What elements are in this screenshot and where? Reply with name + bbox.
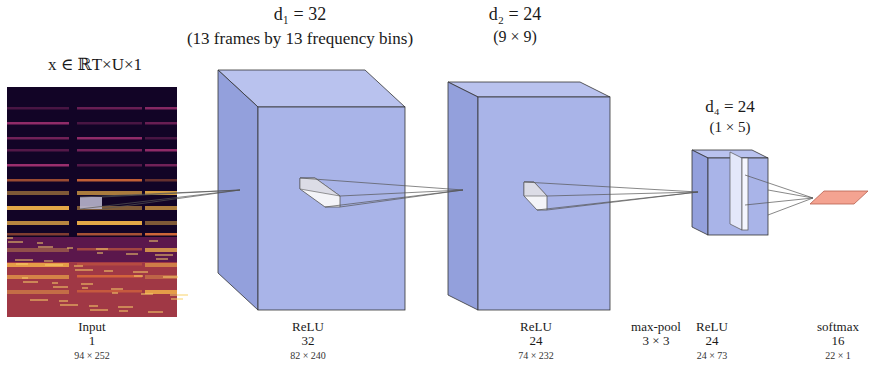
kernel-patch-top bbox=[300, 178, 340, 196]
layer-label: 94 × 252 bbox=[74, 350, 110, 361]
layer-label: d₁ = 32 bbox=[274, 5, 326, 25]
layer-label: 82 × 240 bbox=[290, 350, 326, 361]
softmax-output: softmax1622 × 1 bbox=[810, 188, 868, 208]
box-side bbox=[448, 82, 478, 310]
kernel-patch-top bbox=[524, 182, 547, 196]
layer-shape bbox=[7, 87, 177, 317]
layer-shape bbox=[810, 188, 868, 208]
layer-label: ReLU bbox=[292, 320, 324, 334]
layer-label: 22 × 1 bbox=[825, 350, 851, 361]
pooled-layer: d₄ = 24(1 × 5)ReLU2424 × 73 bbox=[692, 150, 768, 235]
layer-shape bbox=[218, 70, 405, 310]
kernel-slab bbox=[730, 152, 742, 230]
layer-label: 1 bbox=[89, 334, 96, 348]
layer-label: 24 bbox=[530, 334, 543, 348]
input-spectrogram: x ∈ ℝT×U×1Input194 × 252 bbox=[7, 87, 177, 317]
layer-label: (1 × 5) bbox=[710, 119, 751, 136]
output-plane bbox=[810, 191, 868, 204]
kernel-slab-front bbox=[742, 158, 748, 230]
layer-shape bbox=[448, 82, 610, 310]
layer-shape bbox=[692, 150, 768, 235]
spectrogram-bands bbox=[7, 107, 188, 317]
pool-label: 3 × 3 bbox=[643, 334, 670, 348]
layer-label: 32 bbox=[302, 334, 315, 348]
conv-layer: d₂ = 24(9 × 9)ReLU2474 × 232 bbox=[448, 82, 610, 310]
layer-label: softmax bbox=[817, 320, 859, 334]
layer-label: 74 × 232 bbox=[518, 350, 554, 361]
box-side bbox=[692, 150, 708, 235]
layer-label: x ∈ ℝT×U×1 bbox=[48, 56, 142, 75]
layer-label: d₂ = 24 bbox=[489, 5, 541, 25]
kernel-patch bbox=[300, 178, 340, 207]
kernel-patch bbox=[524, 182, 547, 210]
conv-layer: d₁ = 32(13 frames by 13 frequency bins)R… bbox=[218, 70, 405, 310]
layer-label: d₄ = 24 bbox=[705, 98, 755, 117]
box-front bbox=[258, 107, 405, 310]
layer-label: 24 × 73 bbox=[697, 350, 728, 361]
layer-label: (13 frames by 13 frequency bins) bbox=[187, 30, 413, 49]
layer-label: 16 bbox=[832, 334, 845, 348]
spectrogram-ground bbox=[7, 87, 177, 317]
layer-label: ReLU bbox=[520, 320, 552, 334]
box-front bbox=[478, 97, 610, 310]
receptive-field bbox=[80, 197, 102, 209]
box-side bbox=[218, 70, 258, 310]
pool-label: max-pool bbox=[631, 320, 681, 334]
layer-label: 24 bbox=[706, 334, 719, 348]
layer-label: Input bbox=[78, 320, 105, 334]
layer-label: ReLU bbox=[696, 320, 728, 334]
layer-label: (9 × 9) bbox=[493, 28, 537, 46]
